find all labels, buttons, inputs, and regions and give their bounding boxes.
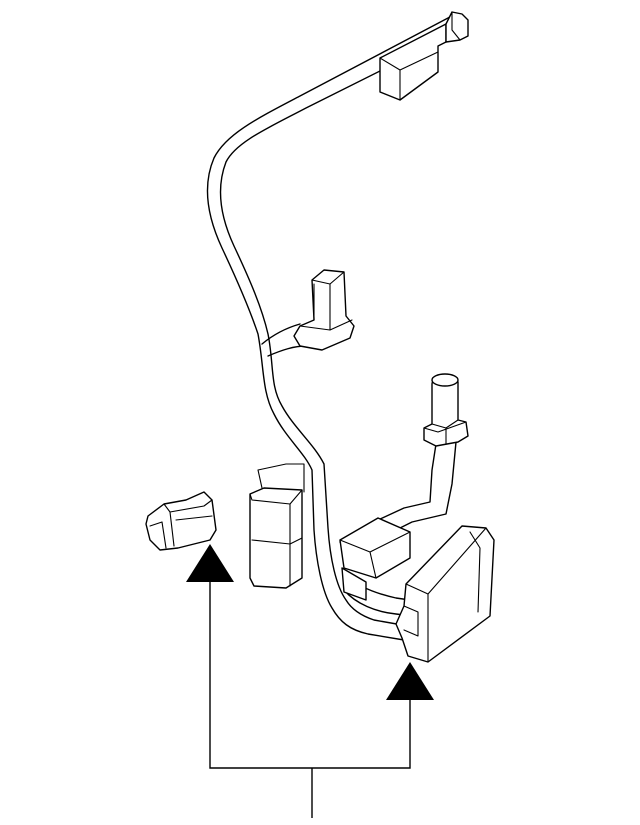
upper-connector-icon [379, 11, 469, 101]
callout-leaders [209, 580, 411, 818]
left-bracket-icon [145, 491, 217, 551]
mid-connector-icon [293, 269, 355, 351]
lamp-socket-icon [423, 373, 469, 447]
center-small-connector-icon [339, 517, 411, 601]
right-module-icon [395, 525, 495, 663]
center-connector-block-icon [249, 463, 305, 589]
left-arrow-icon [186, 544, 234, 582]
right-arrow-icon [386, 662, 434, 700]
